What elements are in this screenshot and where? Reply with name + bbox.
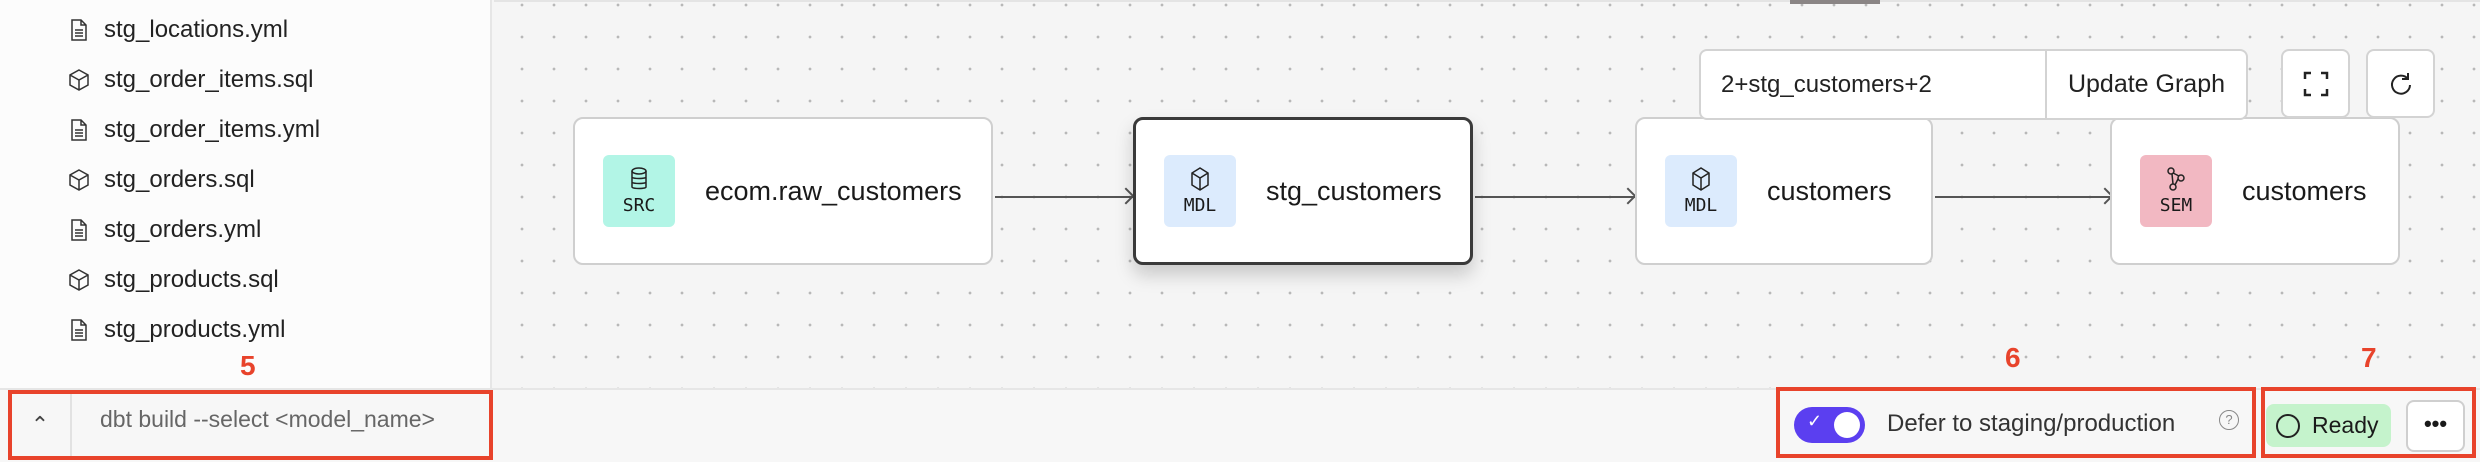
cube-icon <box>69 169 89 191</box>
graph-node-model[interactable]: MDL customers <box>1635 117 1933 265</box>
file-icon <box>71 19 87 41</box>
file-name: stg_products.yml <box>104 316 286 343</box>
more-options-button[interactable]: ••• <box>2406 400 2465 452</box>
file-name: stg_order_items.yml <box>104 116 321 143</box>
refresh-icon <box>2390 72 2411 95</box>
status-badge: Ready <box>2266 404 2391 447</box>
defer-toggle[interactable]: ✓ <box>1794 407 1865 443</box>
file-explorer: stg_locations.yml stg_order_items.sql st… <box>0 0 492 388</box>
semantic-graph-icon <box>2167 166 2185 191</box>
help-icon[interactable]: ? <box>2219 410 2239 430</box>
database-icon <box>631 166 647 189</box>
cube-icon <box>1191 166 1209 191</box>
cube-icon <box>69 269 89 291</box>
annotation-label-6: 6 <box>2005 342 2021 373</box>
node-label: customers <box>2242 175 2367 206</box>
status-circle-icon <box>2276 413 2300 438</box>
badge-text: SEM <box>2159 194 2193 216</box>
annotation-box-5 <box>8 390 493 460</box>
node-label: customers <box>1767 175 1892 206</box>
graph-node-selected-model[interactable]: MDL stg_customers <box>1133 117 1473 265</box>
file-icon <box>71 219 87 241</box>
toggle-knob <box>1834 412 1860 438</box>
cube-icon <box>69 69 89 91</box>
refresh-button[interactable] <box>2366 49 2435 118</box>
file-icon <box>71 119 87 141</box>
node-badge: SEM <box>2140 155 2212 227</box>
file-name: stg_orders.yml <box>104 216 262 243</box>
annotation-box-7 <box>2261 387 2476 458</box>
annotation-box-6 <box>1776 387 2256 458</box>
file-item[interactable]: stg_orders.yml <box>68 210 261 250</box>
cube-icon <box>1692 166 1710 191</box>
file-item[interactable]: stg_order_items.yml <box>68 110 320 150</box>
node-badge: MDL <box>1665 155 1737 227</box>
file-item[interactable]: stg_products.sql <box>68 260 279 300</box>
file-name: stg_orders.sql <box>104 166 255 193</box>
badge-text: SRC <box>622 194 656 216</box>
annotation-label-7: 7 <box>2361 342 2377 373</box>
file-item[interactable]: stg_locations.yml <box>68 10 288 50</box>
graph-edge <box>1475 196 1635 198</box>
fullscreen-button[interactable] <box>2281 49 2350 118</box>
file-item[interactable]: stg_orders.sql <box>68 160 255 200</box>
chevron-up-icon: ⌃ <box>30 412 50 437</box>
graph-node-semantic[interactable]: SEM customers <box>2110 117 2400 265</box>
file-name: stg_order_items.sql <box>104 66 314 93</box>
graph-node-source[interactable]: SRC ecom.raw_customers <box>573 117 993 265</box>
command-input[interactable]: dbt build --select <model_name> <box>100 406 435 432</box>
graph-selector-bar: Update Graph <box>1699 49 2248 120</box>
file-name: stg_products.sql <box>104 266 279 293</box>
graph-selector-input[interactable] <box>1701 51 2047 118</box>
file-icon <box>71 319 87 341</box>
file-item[interactable]: stg_products.yml <box>68 310 285 350</box>
graph-edge <box>1935 196 2112 198</box>
bottom-bar <box>0 388 2480 462</box>
active-tab-indicator <box>1790 0 1880 4</box>
update-graph-button[interactable]: Update Graph <box>2047 70 2246 99</box>
node-badge: MDL <box>1164 155 1236 227</box>
node-badge: SRC <box>603 155 675 227</box>
defer-label: Defer to staging/production <box>1887 410 2176 437</box>
fullscreen-icon <box>2303 71 2328 96</box>
status-text: Ready <box>2312 412 2379 438</box>
check-icon: ✓ <box>1807 411 1823 431</box>
badge-text: MDL <box>1183 194 1217 216</box>
annotation-label-5: 5 <box>240 350 256 381</box>
node-label: ecom.raw_customers <box>705 175 962 206</box>
file-item[interactable]: stg_order_items.sql <box>68 60 313 100</box>
node-label: stg_customers <box>1266 175 1442 206</box>
file-name: stg_locations.yml <box>104 16 289 43</box>
badge-text: MDL <box>1684 194 1718 216</box>
graph-edge <box>995 196 1133 198</box>
expand-console-button[interactable]: ⌃ <box>10 392 72 458</box>
